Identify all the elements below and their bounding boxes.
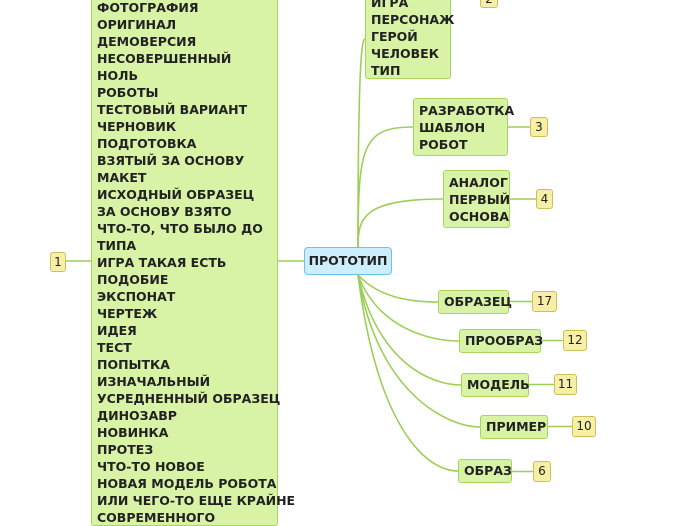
topic-line: ИСХОДНЫЙ ОБРАЗЕЦ xyxy=(97,187,255,202)
connector-example xyxy=(357,274,481,428)
count-badge: 6 xyxy=(533,461,551,482)
count-badge: 12 xyxy=(563,330,587,351)
connector-sample xyxy=(357,274,439,303)
topic-line: МАКЕТ xyxy=(97,170,147,185)
topic-line: ПОПЫТКА xyxy=(97,357,170,372)
topic-line: НОЛЬ xyxy=(97,68,138,83)
count-badge: 2 xyxy=(480,0,498,8)
connector-image xyxy=(357,274,459,472)
topic-sample[interactable]: ОБРАЗЕЦ xyxy=(438,290,513,314)
topic-line: ТЕСТ xyxy=(97,340,132,355)
topic-line: МОДЕЛЬ xyxy=(467,377,530,392)
topic-line: ПЕРВЫЙ xyxy=(449,192,511,207)
topic-line: ОСНОВА xyxy=(449,209,510,224)
topic-line: РАЗРАБОТКА xyxy=(419,103,515,118)
topic-line: ТИПА xyxy=(97,238,137,253)
topic-line: ИДЕЯ xyxy=(97,323,137,338)
topic-line: ИЛИ ЧЕГО-ТО ЕЩЕ КРАЙНЕ xyxy=(97,493,296,508)
topic-line: НЕСОВЕРШЕННЫЙ xyxy=(97,51,232,66)
topic-line: НОВАЯ МОДЕЛЬ РОБОТА xyxy=(97,476,277,491)
topic-line: ГЕРОЙ xyxy=(371,29,418,44)
connector-analog-basis xyxy=(357,198,444,248)
topic-line: ЭКСПОНАТ xyxy=(97,289,176,304)
topic-line: ИГРА xyxy=(371,0,409,10)
topic-line: ЧТО-ТО, ЧТО БЫЛО ДО xyxy=(97,221,263,236)
count-badge: 17 xyxy=(532,291,557,312)
topic-line: ПОДОБИЕ xyxy=(97,272,169,287)
topic-image[interactable]: ОБРАЗ xyxy=(458,459,512,483)
topic-line: РОБОТ xyxy=(419,137,468,152)
topic-synonyms-list[interactable]: ФОТОГРАФИЯ ОРИГИНАЛ ДЕМОВЕРСИЯ НЕСОВЕРШЕННЫ… xyxy=(91,0,296,526)
topic-line: ТЕСТОВЫЙ ВАРИАНТ xyxy=(97,102,248,117)
topic-prototype-image[interactable]: ПРООБРАЗ xyxy=(459,329,544,353)
topic-line: ИЗНАЧАЛЬНЫЙ xyxy=(97,374,211,389)
topic-line: НОВИНКА xyxy=(97,425,169,440)
topic-line: ОБРАЗ xyxy=(464,463,512,478)
topic-line: ИГРА ТАКАЯ ЕСТЬ xyxy=(97,255,227,270)
topic-line: ВЗЯТЫЙ ЗА ОСНОВУ xyxy=(97,153,245,168)
topic-line: ЧЕРТЕЖ xyxy=(97,306,158,321)
topic-analog-basis[interactable]: АНАЛОГ ПЕРВЫЙ ОСНОВА xyxy=(443,170,510,228)
center-topic-label: ПРОТОТИП xyxy=(308,253,388,268)
topic-line: ШАБЛОН xyxy=(419,120,486,135)
count-badge: 3 xyxy=(530,117,548,137)
topic-line: ОРИГИНАЛ xyxy=(97,17,177,32)
count-badge: 4 xyxy=(536,189,553,209)
topic-line: ПРООБРАЗ xyxy=(465,333,544,348)
connector-prototype-image xyxy=(357,274,460,342)
topic-line: ПРОТЕЗ xyxy=(97,442,154,457)
topic-line: ОБРАЗЕЦ xyxy=(444,294,513,309)
topic-line: СОВРЕМЕННОГО xyxy=(97,510,216,525)
connector-development-template xyxy=(357,126,414,248)
topic-line: ТИП xyxy=(371,63,401,78)
count-badge: 11 xyxy=(554,374,577,395)
topic-model[interactable]: МОДЕЛЬ xyxy=(461,373,530,397)
topic-development-template[interactable]: РАЗРАБОТКА ШАБЛОН РОБОТ xyxy=(413,98,515,156)
topic-line: АНАЛОГ xyxy=(449,175,508,190)
topic-line: ПРИМЕР xyxy=(486,419,547,434)
topic-line: ПОДГОТОВКА xyxy=(97,136,197,151)
topic-line: ДЕМОВЕРСИЯ xyxy=(97,34,197,49)
connector-game-character xyxy=(357,38,366,248)
topic-line: ЧЕЛОВЕК xyxy=(371,46,439,61)
count-badge: 1 xyxy=(50,252,66,272)
topic-line: ДИНОЗАВР xyxy=(97,408,177,423)
topic-line: УСРЕДНЕННЫЙ ОБРАЗЕЦ xyxy=(97,391,281,406)
topic-line: ЗА ОСНОВУ ВЗЯТО xyxy=(97,204,232,219)
topic-line: ЧТО-ТО НОВОЕ xyxy=(97,459,205,474)
topic-line: ФОТОГРАФИЯ xyxy=(97,0,199,15)
center-topic-prototype[interactable]: ПРОТОТИП xyxy=(304,247,392,275)
topic-example[interactable]: ПРИМЕР xyxy=(480,415,548,439)
topic-line: РОБОТЫ xyxy=(97,85,159,100)
count-badge: 10 xyxy=(572,416,596,437)
topic-game-character[interactable]: ИГРА ПЕРСОНАЖ ГЕРОЙ ЧЕЛОВЕК ТИП xyxy=(365,0,455,79)
topic-line: ПЕРСОНАЖ xyxy=(371,12,455,27)
topic-line: ЧЕРНОВИК xyxy=(97,119,177,134)
connector-model xyxy=(357,274,462,386)
